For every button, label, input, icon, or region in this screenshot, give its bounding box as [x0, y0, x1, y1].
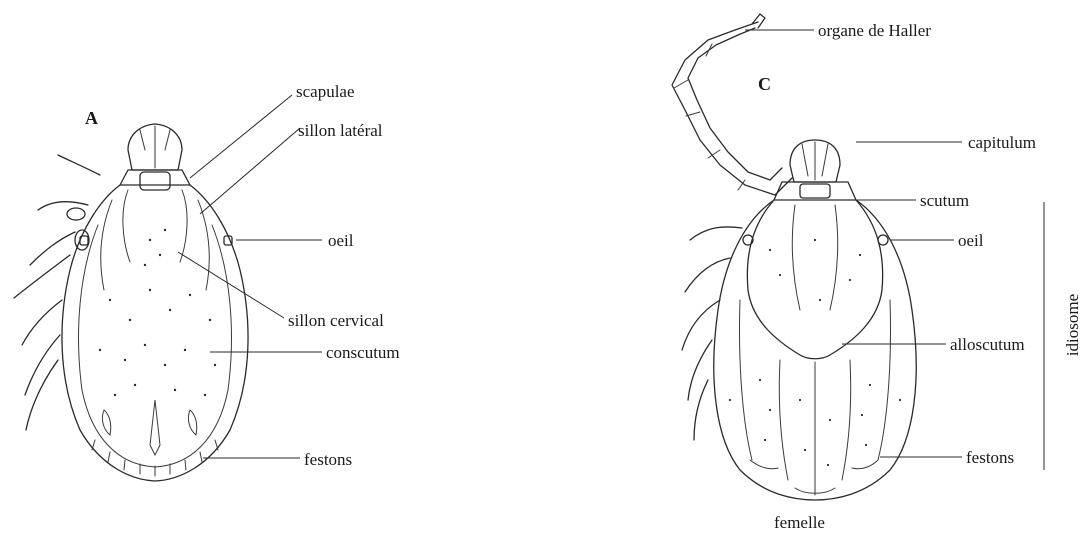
leader-sillon-lateral	[200, 128, 300, 214]
haller-tip	[752, 14, 765, 28]
festoons-c	[750, 460, 878, 493]
panel-letter-a: A	[85, 108, 98, 128]
basis-plate-c	[800, 184, 830, 198]
tick-a-drawing	[14, 124, 248, 481]
leg-a-5	[22, 300, 62, 345]
lateral-groove-right-a	[198, 200, 209, 290]
basis-c	[774, 182, 856, 200]
label-alloscutum: alloscutum	[950, 335, 1025, 354]
leg-a-3	[30, 232, 75, 265]
festoons-a	[92, 440, 218, 476]
label-oeil-a: oeil	[328, 231, 354, 250]
leg-a-7	[26, 360, 58, 430]
leaders-c	[745, 30, 962, 457]
marginal-groove-a	[79, 225, 232, 467]
cervical-groove-left-c	[792, 205, 800, 310]
label-organe-de-haller: organe de Haller	[818, 21, 931, 40]
figure-c: C	[672, 14, 1081, 532]
caption-femelle: femelle	[774, 513, 825, 532]
label-idiosome: idiosome	[1063, 294, 1081, 356]
leg-c-1	[690, 227, 742, 240]
leg-c-segments	[674, 44, 745, 190]
body-outline-a	[62, 185, 248, 481]
label-sillon-cervical: sillon cervical	[288, 311, 384, 330]
label-conscutum: conscutum	[326, 343, 400, 362]
alloscutum-furrows	[740, 300, 891, 495]
cervical-groove-right-a	[180, 190, 187, 262]
label-sillon-lateral: sillon latéral	[298, 121, 383, 140]
side-mark-right-a	[188, 410, 196, 435]
leg-a-1	[58, 155, 100, 175]
leg-c-front-inner	[688, 28, 782, 180]
central-mark-a	[150, 400, 160, 455]
scutum-c	[747, 200, 882, 359]
leaders-a	[178, 95, 322, 458]
basis-plate-a	[140, 172, 170, 190]
palps-c	[802, 142, 828, 180]
cervical-groove-left-a	[123, 190, 130, 262]
palps-a	[140, 126, 170, 168]
panel-letter-c: C	[758, 74, 771, 94]
leg-c-front	[672, 22, 792, 195]
coxa-a-1	[67, 208, 85, 220]
label-festons-c: festons	[966, 448, 1014, 467]
figure-a: A	[14, 82, 400, 481]
lateral-groove-left-a	[101, 200, 112, 290]
leg-c-5	[694, 380, 708, 440]
label-festons-a: festons	[304, 450, 352, 469]
stipple-a	[99, 229, 216, 396]
leg-a-4	[14, 255, 70, 298]
label-scutum: scutum	[920, 191, 969, 210]
label-scapulae: scapulae	[296, 82, 355, 101]
leader-scapulae	[190, 95, 292, 178]
leader-sillon-cervical	[178, 252, 284, 318]
label-oeil-c: oeil	[958, 231, 984, 250]
leg-c-2	[685, 258, 730, 292]
leg-c-4	[688, 340, 712, 400]
tick-c-drawing	[672, 14, 916, 500]
label-capitulum: capitulum	[968, 133, 1036, 152]
side-mark-left-a	[102, 410, 110, 435]
eye-right-c	[878, 235, 888, 245]
cervical-groove-right-c	[830, 205, 838, 310]
